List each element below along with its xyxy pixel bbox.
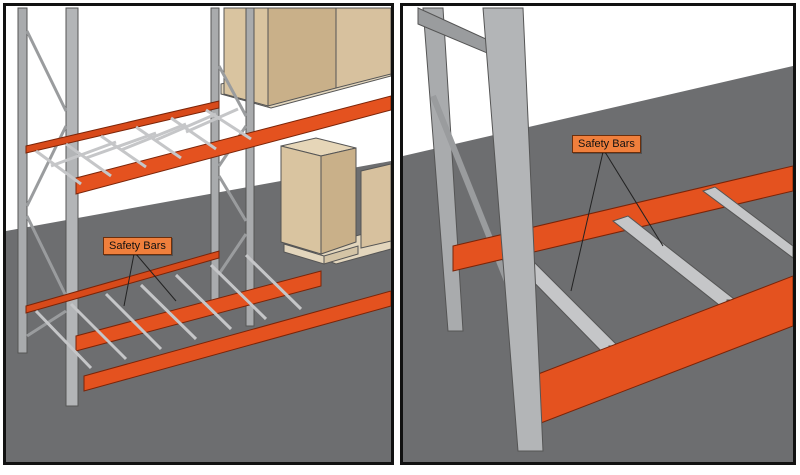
- safety-bars-leader-lines: [123, 253, 177, 307]
- upright-frame-front: [482, 7, 544, 452]
- safety-bars-callout: Safety Bars: [572, 135, 641, 153]
- safety-bars-leader-lines: [570, 151, 664, 292]
- right-panel: Safety Bars: [400, 3, 796, 465]
- lower-beam-level: [25, 250, 391, 392]
- lower-pallet-load: [280, 137, 391, 265]
- left-panel: Safety Bars: [3, 3, 394, 465]
- upper-beam-level: [25, 95, 391, 195]
- right-rack-closeup-illustration: [403, 7, 793, 462]
- safety-bars-callout: Safety Bars: [103, 237, 172, 255]
- left-rack-illustration: [6, 7, 391, 462]
